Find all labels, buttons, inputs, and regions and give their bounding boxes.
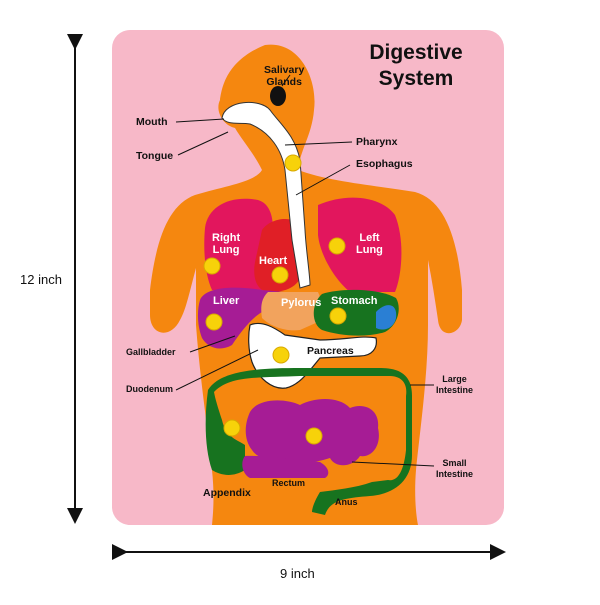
label-salivary-glands: Salivary Glands bbox=[264, 64, 305, 88]
leader-pharynx bbox=[284, 141, 353, 146]
title: Digestive System bbox=[356, 40, 476, 92]
rectum bbox=[242, 455, 329, 478]
knob-stomach[interactable] bbox=[329, 307, 347, 325]
knob-pancreas[interactable] bbox=[272, 346, 290, 364]
leader-small-intestine bbox=[351, 461, 435, 467]
label-duodenum: Duodenum bbox=[126, 384, 173, 394]
knob-right-lung[interactable] bbox=[203, 257, 221, 275]
label-right-lung: Right Lung bbox=[212, 232, 241, 256]
knob-large-intestine[interactable] bbox=[223, 419, 241, 437]
title-line2: System bbox=[378, 67, 454, 90]
esophagus-tube bbox=[221, 101, 311, 289]
height-label: 12 inch bbox=[20, 272, 62, 287]
width-label: 9 inch bbox=[280, 566, 315, 581]
leader-esophagus bbox=[295, 164, 351, 196]
title-line1: Digestive bbox=[369, 41, 463, 64]
knob-esophagus[interactable] bbox=[284, 154, 302, 172]
leader-salivary bbox=[281, 74, 291, 87]
label-left-lung: Left Lung bbox=[356, 232, 383, 256]
label-heart: Heart bbox=[259, 255, 288, 267]
left-lung bbox=[318, 197, 402, 292]
knob-heart[interactable] bbox=[271, 266, 289, 284]
pylorus bbox=[261, 292, 321, 331]
spleen bbox=[376, 305, 397, 330]
salivary-gland bbox=[270, 86, 286, 106]
large-intestine bbox=[205, 368, 412, 515]
label-tongue: Tongue bbox=[136, 150, 174, 162]
label-small-intestine: Small Intestine bbox=[436, 458, 474, 479]
knob-small-intestine[interactable] bbox=[305, 427, 323, 445]
puzzle-knobs bbox=[203, 154, 347, 445]
label-pylorus: Pylorus bbox=[281, 297, 322, 309]
label-esophagus: Esophagus bbox=[356, 158, 413, 170]
leader-mouth bbox=[175, 118, 225, 123]
label-stomach: Stomach bbox=[331, 295, 378, 307]
leader-tongue bbox=[177, 131, 229, 156]
label-liver: Liver bbox=[213, 295, 240, 307]
label-anus: Anus bbox=[335, 497, 358, 507]
leader-gallbladder bbox=[189, 335, 236, 353]
label-rectum: Rectum bbox=[272, 478, 306, 488]
knob-left-lung[interactable] bbox=[328, 237, 346, 255]
label-appendix: Appendix bbox=[203, 487, 251, 499]
label-mouth: Mouth bbox=[136, 116, 168, 128]
label-large-intestine: Large Intestine bbox=[436, 374, 474, 395]
label-pharynx: Pharynx bbox=[356, 136, 398, 148]
knob-liver[interactable] bbox=[205, 313, 223, 331]
label-gallbladder: Gallbladder bbox=[126, 347, 176, 357]
leader-duodenum bbox=[175, 349, 259, 391]
label-pancreas: Pancreas bbox=[307, 345, 354, 357]
